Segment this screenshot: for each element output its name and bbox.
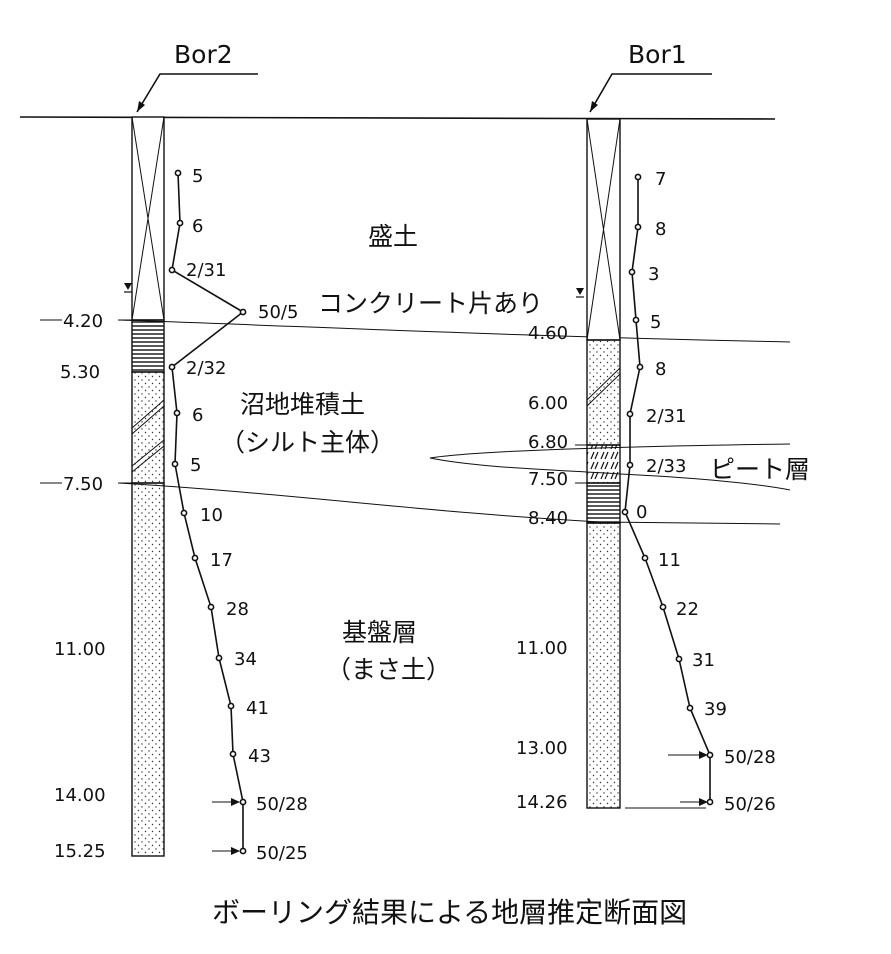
bor1-depth-label: 11.00 [516,638,568,659]
bor1-leader [589,73,712,113]
bor1-arrow-icon [590,101,598,112]
bor2-n-label: 43 [248,746,271,767]
bor2-n-label: 5 [192,166,203,187]
bor2-water-level-icon [124,283,132,293]
bor1-n-label: 2/33 [646,456,686,477]
bor1-water-level-icon [576,288,584,298]
bor1-n-label: 0 [636,502,647,523]
bor2-n-label: 6 [192,405,203,426]
bor2-n-label: 34 [234,649,257,670]
bor2-depth-label: 7.50 [63,474,103,495]
bor2-n-label: 41 [246,698,269,719]
bor2-n-label: 2/31 [186,260,226,281]
figure-title: ボーリング結果による地層推定断面図 [212,896,687,929]
bor1-depth-label: 14.26 [516,792,568,813]
bor1-refusal-arrow-icon [625,751,708,809]
bor2-depth-label: 11.00 [54,639,106,660]
bor1-n-label: 50/28 [724,747,776,768]
bor2-n-points [168,169,247,855]
bor2-depth-label: 15.25 [54,841,106,862]
bor1-n-label: 7 [655,169,666,190]
bor2-depth-label: 14.00 [54,785,106,806]
bor2-n-label: 50/25 [256,843,308,864]
bor2-column [131,116,165,857]
bor2-name: Bor2 [174,40,233,69]
bor1-n-label: 8 [655,359,666,380]
layer-fill-note: コンクリート片あり [318,289,543,318]
bor1-name: Bor1 [628,40,687,69]
bor1-n-label: 11 [658,550,681,571]
bor1-n-points [621,173,714,806]
bor2-n-label: 2/32 [186,358,226,379]
bor1-n-value-profile [624,177,711,802]
layer-fill-label: 盛土 [368,222,418,251]
bor1-n-label: 39 [704,699,727,720]
layer-marsh-label: 沼地堆積土 [240,390,365,419]
bor2-n-label: 10 [200,505,223,526]
bor1-depth-label: 13.00 [516,738,568,759]
bor2-depth-label: 4.20 [63,311,103,332]
layer-peat-label: ピート層 [710,455,810,484]
fill-marsh-boundary [117,319,791,343]
bor1-n-label: 22 [676,599,699,620]
bor1-depth-label: 7.50 [528,469,568,490]
bor1-n-label: 2/31 [646,406,686,427]
bor2-arrow-icon [137,101,145,112]
bor2-n-label: 28 [226,599,249,620]
bor2-refusal-arrow-icon [212,798,240,855]
bor1-n-label: 8 [655,219,666,240]
layer-base-sublabel: （まさ土） [326,655,451,684]
bor2-leader [136,73,258,113]
bor2-n-label: 50/28 [256,794,308,815]
bor1-n-label: 5 [650,312,661,333]
bor2-n-label: 5 [190,455,201,476]
bor1-n-label: 31 [692,650,715,671]
bor2-depth-label: 5.30 [60,362,100,383]
bor1-depth-label: 6.80 [528,432,568,453]
bor1-column [586,118,621,809]
marsh-base-boundary [117,482,781,525]
layer-base-label: 基盤層 [342,618,417,647]
bor1-depth-label: 8.40 [528,508,568,529]
bor2-n-label: 17 [210,550,233,571]
bor1-n-label: 3 [648,264,659,285]
bor2-n-label: 50/5 [258,302,298,323]
bor1-depth-label: 4.60 [528,323,568,344]
bor2-n-label: 6 [192,216,203,237]
layer-marsh-sublabel: （シルト主体） [220,428,395,457]
bor1-n-label: 50/26 [724,794,776,815]
bor1-depth-label: 6.00 [528,393,568,414]
